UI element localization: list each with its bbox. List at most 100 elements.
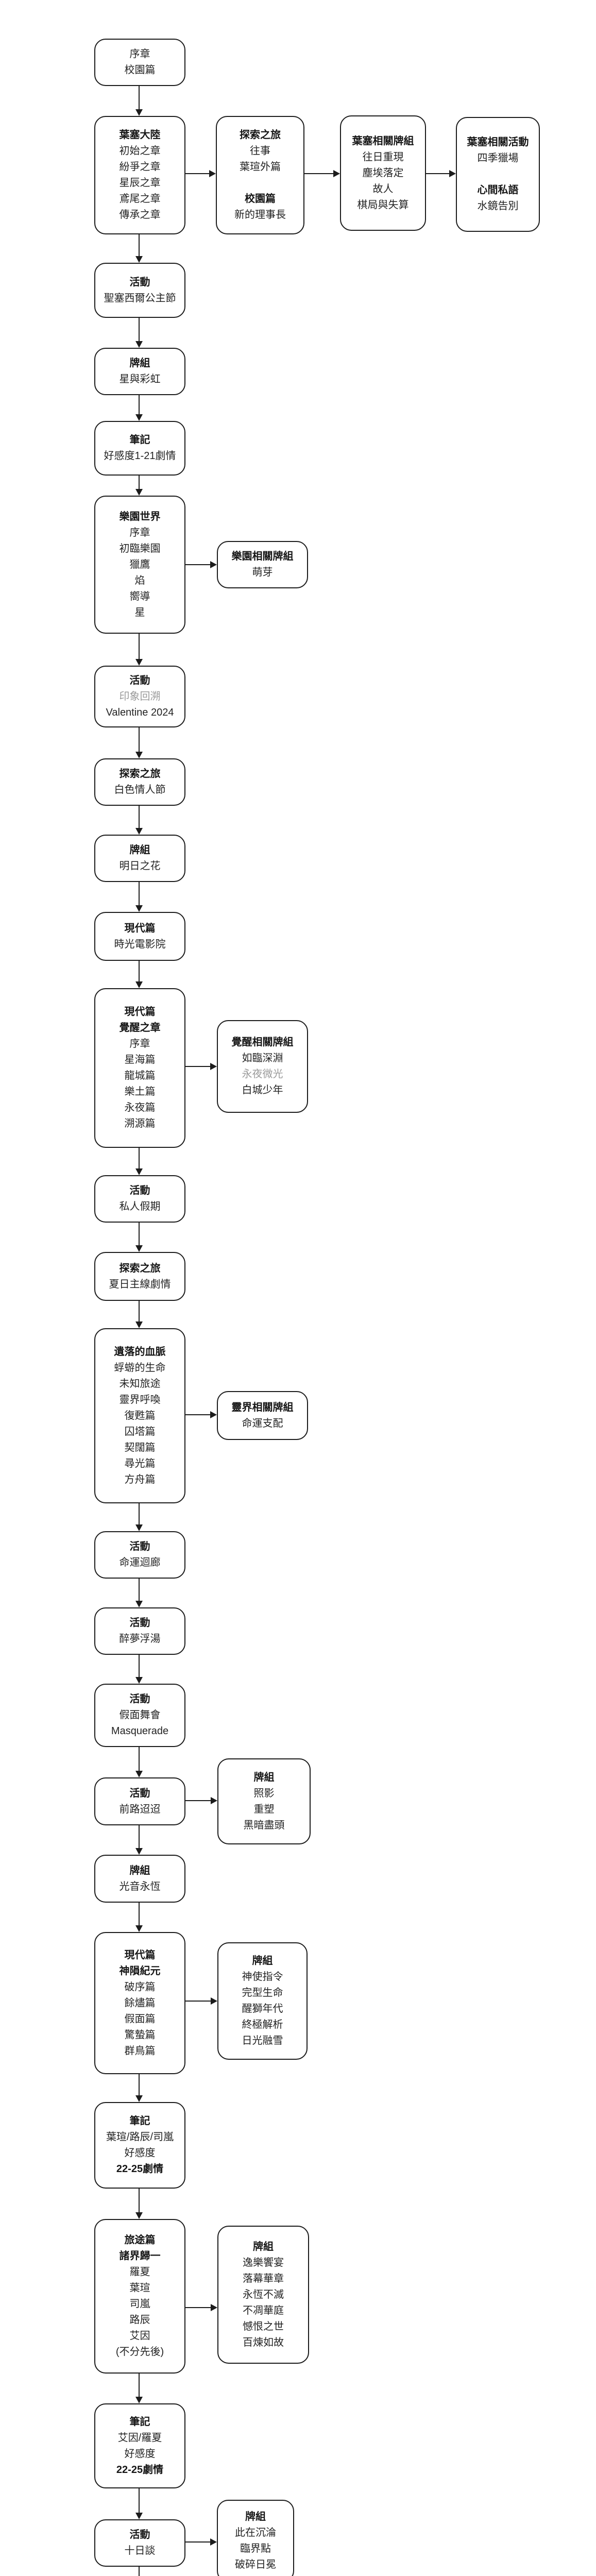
flow-node-modern-awakening: 現代篇覺醒之章序章星海篇龍城篇樂土篇永夜篇溯源篇	[94, 988, 185, 1148]
flow-node-line: 樂園相關牌組	[231, 551, 294, 562]
flow-node-line: 覺醒之章	[119, 1022, 161, 1033]
flow-node-line: 22-25劇情	[116, 2163, 164, 2175]
arrowhead-down-icon	[135, 828, 143, 835]
flow-node-line: 樂園世界	[119, 511, 161, 522]
flow-node-note-1-21: 筆記好感度1-21劇情	[94, 421, 185, 476]
flow-node-line: 探索之旅	[240, 129, 281, 141]
arrow-down	[135, 395, 143, 421]
flow-node-line: 逸樂饗宴	[243, 2257, 284, 2268]
arrow-down	[135, 85, 143, 116]
arrowhead-right-icon	[210, 1063, 217, 1070]
flow-node-line: 初始之章	[119, 145, 161, 157]
flow-node-line: 樂土篇	[124, 1086, 156, 1097]
flow-node-line: 牌組	[245, 2511, 266, 2522]
flow-node-line: 靈界呼喚	[119, 1394, 161, 1405]
arrow-right	[185, 1997, 217, 2005]
flow-node-line: 故人	[372, 183, 394, 195]
flow-node-line: 艾因	[129, 2330, 150, 2342]
flow-node-line: 夏日主線劇情	[109, 1278, 171, 1290]
flow-node-line: 囚塔篇	[124, 1426, 156, 1437]
arrowhead-right-icon	[210, 561, 217, 568]
flow-node-deck-reflection: 牌組照影重塑黑暗盡頭	[217, 1758, 311, 1844]
flow-node-spirit-decks: 靈界相關牌組命運支配	[217, 1391, 308, 1440]
flow-node-line: Valentine 2024	[106, 706, 174, 718]
flow-node-line: 諸界歸一	[119, 2250, 161, 2262]
arrowhead-down-icon	[135, 1321, 143, 1328]
flow-node-line: 方舟篇	[124, 1473, 156, 1485]
flow-node-explore-summer: 探索之旅夏日主線劇情	[94, 1252, 185, 1301]
flow-node-line: 好感度1-21劇情	[104, 450, 176, 462]
flow-node-line: 筆記	[129, 2115, 150, 2127]
flow-node-event-drunk-dream: 活動醉夢浮湯	[94, 1607, 185, 1655]
flow-node-line: 司嵐	[129, 2298, 150, 2310]
flow-node-deck-journey: 牌組逸樂饗宴落幕華章永恆不滅不凋華庭憾恨之世百煉如故	[217, 2226, 309, 2364]
flow-node-line: 永夜微光	[242, 1069, 283, 1080]
flow-node-line: 百煉如故	[243, 2336, 284, 2348]
arrowhead-right-icon	[209, 170, 216, 177]
arrowhead-down-icon	[135, 981, 143, 988]
arrow-right	[304, 170, 340, 177]
flow-node-deck-sinking: 牌組此在沉淪臨界點破碎日冕	[217, 2500, 294, 2576]
flow-node-line: 星	[134, 606, 145, 618]
flow-node-modern-cinema: 現代篇時光電影院	[94, 912, 185, 961]
arrow-right	[426, 170, 456, 177]
flow-node-line: 蜉蝣的生命	[114, 1362, 166, 1374]
flow-node-event-princess: 活動聖塞西爾公主節	[94, 263, 185, 318]
flow-node-modern-godfall: 現代篇神隕紀元破序篇餘燼篇假面篇驚蟄篇群鳥篇	[94, 1932, 185, 2074]
flow-node-yese-decks: 葉塞相關牌組往日重現塵埃落定故人棋局與失算	[340, 115, 426, 231]
arrowhead-down-icon	[135, 1771, 143, 1777]
arrowhead-right-icon	[211, 2304, 217, 2311]
flow-node-line: 牌組	[129, 358, 150, 369]
flow-node-line: 命運支配	[242, 1417, 283, 1429]
flow-node-line: 現代篇	[124, 1949, 156, 1961]
arrow-right	[185, 561, 217, 568]
flow-node-line: 活動	[129, 1787, 150, 1799]
flow-node-awakening-decks: 覺醒相關牌組如臨深淵永夜微光白城少年	[217, 1020, 308, 1113]
flow-node-lost-bloodline: 遺落的血脈蜉蝣的生命未知旅途靈界呼喚復甦篇囚塔篇契闊篇尋光篇方舟篇	[94, 1328, 185, 1503]
flow-node-deck-godfall: 牌組神使指令完型生命醒獅年代終極解析日光融雪	[217, 1942, 308, 2060]
flow-node-line: 如臨深淵	[242, 1053, 283, 1064]
arrow-down	[135, 1825, 143, 1855]
flow-node-line: 聖塞西爾公主節	[104, 292, 176, 304]
arrow-down	[135, 1579, 143, 1607]
flow-node-line: 神使指令	[242, 1971, 283, 1982]
flow-node-line: 新的理事長	[234, 209, 286, 221]
flow-node-line: 序章	[129, 1038, 150, 1049]
arrow-right	[185, 1797, 217, 1804]
flow-node-line: 活動	[129, 276, 150, 288]
flow-node-line: 永夜篇	[124, 1102, 156, 1113]
flow-node-line: 命運迴廊	[119, 1557, 161, 1568]
flow-node-line: 活動	[129, 2529, 150, 2540]
flow-node-deck-tomorrow-flower: 牌組明日之花	[94, 835, 185, 882]
arrow-down	[135, 1223, 143, 1252]
flow-node-line: 臨界點	[240, 2543, 271, 2554]
arrowhead-down-icon	[135, 2212, 143, 2219]
arrowhead-down-icon	[135, 489, 143, 496]
arrow-right	[185, 170, 216, 177]
flow-node-paradise-world: 樂園世界序章初臨樂園獵鷹焰嚮導星	[94, 496, 185, 634]
flow-node-line: 醉夢浮湯	[119, 1633, 161, 1645]
arrow-right	[185, 1063, 217, 1070]
flow-node-line: 牌組	[129, 844, 150, 856]
flow-node-line: 葉瑄/路辰/司嵐	[106, 2131, 174, 2143]
flow-node-line: 完型生命	[242, 1987, 283, 1998]
flow-node-line: 驚蟄篇	[124, 2029, 156, 2041]
arrow-down	[135, 1148, 143, 1175]
arrowhead-right-icon	[211, 1797, 217, 1804]
arrow-down	[135, 961, 143, 988]
flow-node-line: 四季獵場	[477, 152, 519, 164]
flow-node-line: 未知旅途	[119, 1378, 161, 1389]
flow-node-line: 往日重現	[362, 151, 404, 163]
arrow-down	[135, 318, 143, 348]
flow-node-line: 光音永恆	[119, 1880, 161, 1892]
flow-node-line: 紛爭之章	[119, 161, 161, 173]
flow-node-line: 契闊篇	[124, 1442, 156, 1453]
arrowhead-right-icon	[449, 170, 456, 177]
flow-node-line: 牌組	[253, 1771, 275, 1783]
flow-node-line: 群鳥篇	[124, 2045, 156, 2057]
flow-node-yese-events: 葉塞相關活動四季獵場心間私語水鏡告別	[456, 117, 540, 232]
arrow-down	[135, 806, 143, 835]
flow-node-line: 前路迢迢	[119, 1803, 161, 1815]
